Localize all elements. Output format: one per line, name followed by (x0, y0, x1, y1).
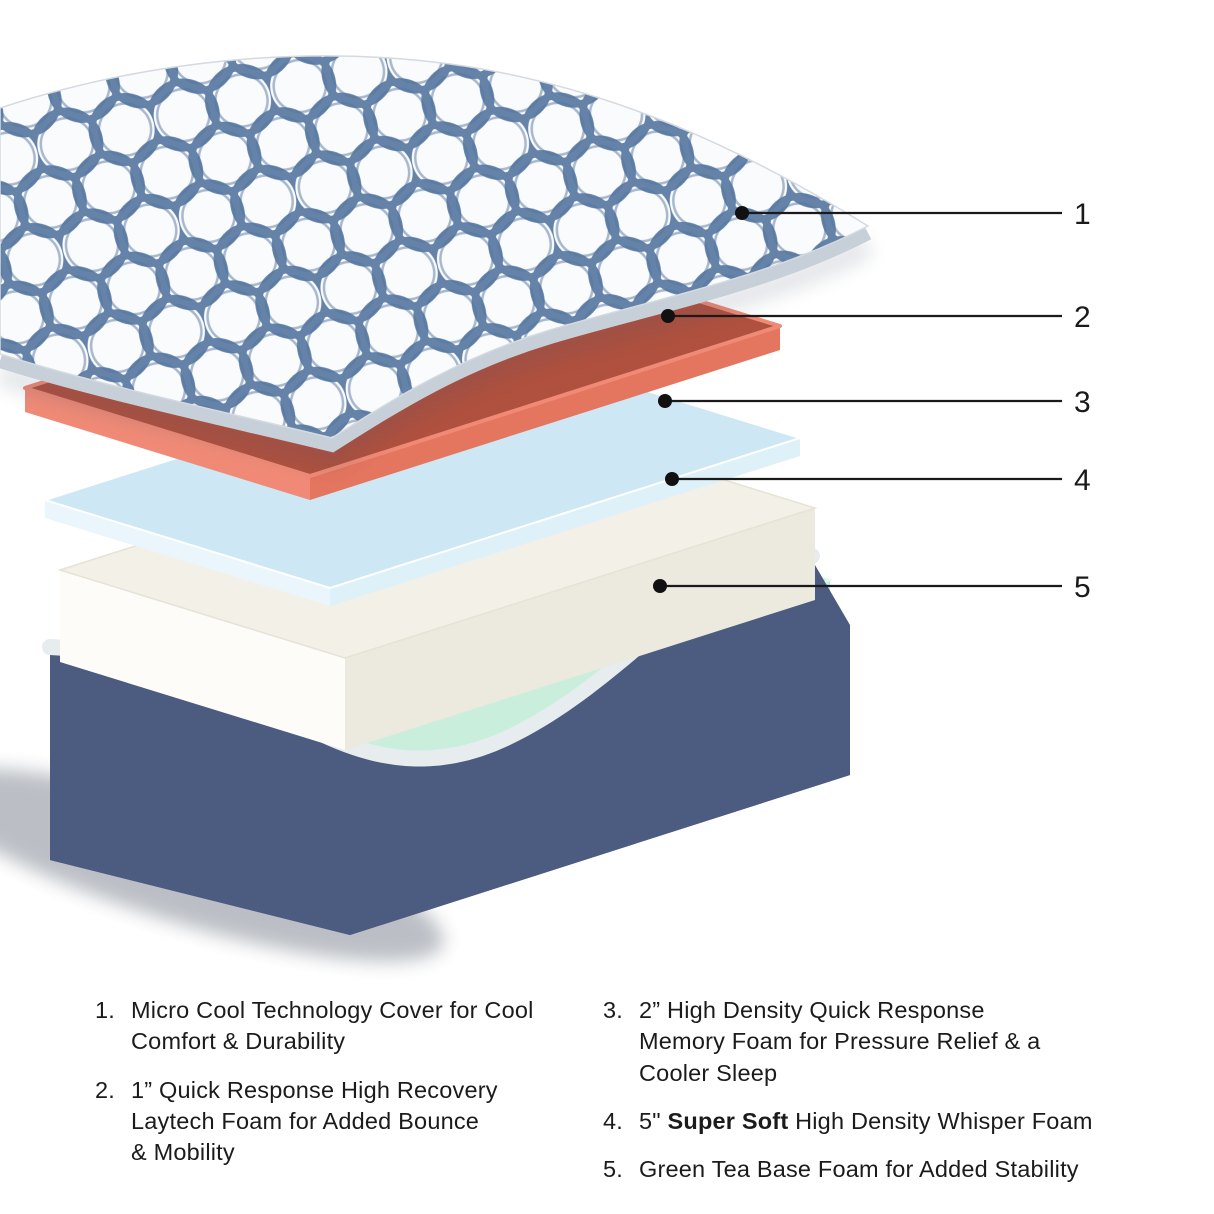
legend: 1. Micro Cool Technology Cover for Cool … (0, 995, 1214, 1202)
callout-1: 1 (735, 198, 1091, 231)
cover-fabric-edge (0, 226, 872, 453)
callout-5-number: 5 (1074, 571, 1091, 604)
layer2-front-right-face (310, 326, 780, 500)
legend-item-3-text: 2” High Density Quick Response Memory Fo… (639, 995, 1143, 1089)
legend-item-5: 5. Green Tea Base Foam for Added Stabili… (603, 1154, 1143, 1185)
layer2-front-left-face (25, 388, 310, 500)
mattress-exploded-illustration: 1 2 3 4 5 (0, 55, 1091, 962)
layer4-front-left-face (60, 570, 345, 750)
legend-column-right: 3. 2” High Density Quick Response Memory… (603, 995, 1143, 1202)
legend-item-4-prefix: 5" (639, 1107, 668, 1134)
legend-item-3-line-2: Memory Foam for Pressure Relief & a (639, 1028, 1041, 1055)
layer3-front-left-face (45, 500, 330, 606)
callout-2-dot (661, 309, 675, 323)
legend-item-2: 2. 1” Quick Response High Recovery Layte… (95, 1075, 565, 1169)
legend-item-1-line-1: Micro Cool Technology Cover for Cool (131, 997, 534, 1023)
legend-column-left: 1. Micro Cool Technology Cover for Cool … (95, 995, 565, 1202)
legend-item-2-line-2: Laytech Foam for Added Bounce (131, 1107, 480, 1134)
callout-1-number: 1 (1074, 198, 1091, 231)
legend-item-5-line-1: Green Tea Base Foam for Added Stability (639, 1156, 1079, 1182)
legend-item-3: 3. 2” High Density Quick Response Memory… (603, 995, 1143, 1089)
callout-2: 2 (661, 301, 1091, 334)
legend-item-2-line-3: & Mobility (131, 1139, 235, 1165)
legend-item-4-bold: Super Soft (667, 1107, 789, 1134)
callout-1-dot (735, 206, 749, 220)
callout-3-number: 3 (1074, 386, 1091, 419)
callout-3: 3 (658, 386, 1091, 419)
legend-item-1-text: Micro Cool Technology Cover for Cool Com… (131, 995, 565, 1058)
legend-item-2-text: 1” Quick Response High Recovery Laytech … (131, 1075, 565, 1169)
callout-4: 4 (665, 464, 1091, 497)
cover-layer-1-micro-cool (0, 55, 874, 470)
legend-item-3-line-1: 2” High Density Quick Response (639, 997, 985, 1023)
callout-5: 5 (653, 571, 1091, 604)
callout-4-number: 4 (1074, 464, 1091, 497)
legend-item-4: 4. 5" Super Soft High Density Whisper Fo… (603, 1106, 1143, 1137)
legend-item-3-line-3: Cooler Sleep (639, 1059, 778, 1086)
cover-top-face (0, 55, 870, 439)
legend-item-2-number: 2. (95, 1076, 115, 1103)
cover-shadow (0, 236, 874, 470)
callouts: 1 2 3 4 5 (653, 198, 1091, 604)
legend-item-4-suffix: High Density Whisper Foam (788, 1107, 1093, 1134)
legend-item-1: 1. Micro Cool Technology Cover for Cool … (95, 995, 565, 1058)
legend-item-1-number: 1. (95, 997, 115, 1023)
callout-4-dot (665, 472, 679, 486)
legend-item-4-number: 4. (603, 1107, 623, 1134)
legend-item-2-line-1: 1” Quick Response High Recovery (131, 1076, 498, 1103)
callout-3-dot (658, 394, 672, 408)
callout-2-number: 2 (1074, 301, 1091, 334)
legend-item-1-line-2: Comfort & Durability (131, 1028, 346, 1055)
legend-item-5-number: 5. (603, 1156, 623, 1182)
callout-5-dot (653, 579, 667, 593)
legend-item-3-number: 3. (603, 997, 623, 1023)
layer4-front-right-face (345, 508, 815, 750)
legend-item-4-text: 5" Super Soft High Density Whisper Foam (639, 1106, 1143, 1137)
legend-item-5-text: Green Tea Base Foam for Added Stability (639, 1154, 1143, 1185)
